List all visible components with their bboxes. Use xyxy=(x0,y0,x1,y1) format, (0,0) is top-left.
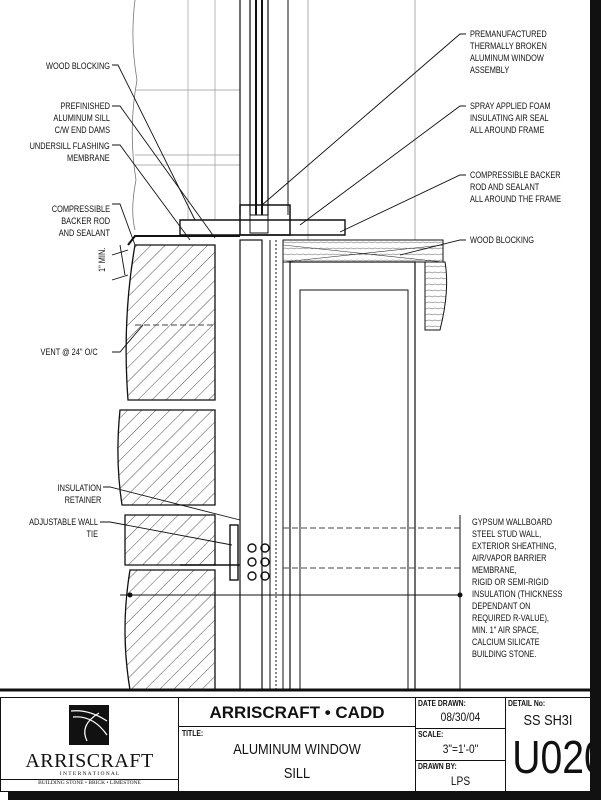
frame-edge xyxy=(590,0,601,800)
drawn-by-value: LPS xyxy=(450,774,471,788)
label-wood-blocking-left: WOOD BLOCKING xyxy=(46,61,110,71)
scale-caption: SCALE: xyxy=(418,730,444,739)
label-vent: VENT @ 24" O/C xyxy=(40,347,98,357)
interior-wall xyxy=(289,261,416,691)
label-min-dimension: 1" MIN. xyxy=(97,247,107,272)
drawing-title-line2: SILL xyxy=(283,765,311,782)
detail-code: SS SH3I xyxy=(523,712,573,729)
title-caption: TITLE: xyxy=(182,729,204,738)
logo-cell: ARRISCRAFT I N T E R N A T I O N A L BUI… xyxy=(0,697,179,792)
company-name: ARRISCRAFT • CADD xyxy=(209,703,385,722)
stone-wall xyxy=(117,244,216,691)
frame-bottom xyxy=(8,792,601,800)
leader-lines xyxy=(100,33,466,546)
detail-caption: DETAIL No: xyxy=(508,699,546,708)
company-cell: ARRISCRAFT • CADD xyxy=(178,697,416,727)
label-wood-blocking-right: WOOD BLOCKING xyxy=(470,235,534,245)
label-spray-foam: SPRAY APPLIED FOAM INSULATING AIR SEAL A… xyxy=(470,101,551,135)
scale-value: 3"=1'-0" xyxy=(442,742,479,756)
title-cell: TITLE: ALUMINUM WINDOW SILL xyxy=(178,726,416,792)
scale-cell: SCALE: 3"=1'-0" xyxy=(415,728,506,761)
label-backer-rod-right: COMPRESSIBLE BACKER ROD AND SEALANT ALL … xyxy=(470,170,562,204)
label-wall-tie: ADJUSTABLE WALL TIE xyxy=(29,517,98,539)
date-cell: DATE DRAWN: 08/30/04 xyxy=(415,697,506,729)
drawing-title-line1: ALUMINUM WINDOW xyxy=(233,741,361,758)
wall-tie xyxy=(180,524,270,581)
label-window-assembly: PREMANUFACTURED THERMALLY BROKEN ALUMINU… xyxy=(470,29,547,75)
drawn-by-caption: DRAWN BY: xyxy=(418,762,457,771)
label-prefinished-sill: PREFINISHED ALUMINUM SILL C/W END DAMS xyxy=(53,101,110,135)
logo-tagline: BUILDING STONE • BRICK • LIMESTONE xyxy=(1,779,178,786)
label-undersill-membrane: UNDERSILL FLASHING MEMBRANE xyxy=(29,141,110,163)
drawn-by-cell: DRAWN BY: LPS xyxy=(415,760,506,792)
label-insulation-retainer: INSULATION RETAINER xyxy=(57,483,101,505)
detail-cell: DETAIL No: SS SH3I U020 xyxy=(505,697,601,792)
label-backer-rod-left: COMPRESSIBLE BACKER ROD AND SEALANT xyxy=(51,204,110,238)
logo-sub: I N T E R N A T I O N A L xyxy=(59,771,120,777)
window-frame xyxy=(127,0,416,246)
detail-number: U020 xyxy=(512,731,601,783)
rigid-insulation xyxy=(239,239,263,691)
date-value: 08/30/04 xyxy=(440,710,481,724)
date-caption: DATE DRAWN: xyxy=(418,699,466,708)
break-line xyxy=(131,0,138,231)
logo-name: ARRISCRAFT xyxy=(25,750,154,772)
interior-sill xyxy=(282,239,444,263)
label-wall-assembly: GYPSUM WALLBOARD STEEL STUD WALL, EXTERI… xyxy=(472,517,563,659)
logo-mark xyxy=(69,705,109,745)
